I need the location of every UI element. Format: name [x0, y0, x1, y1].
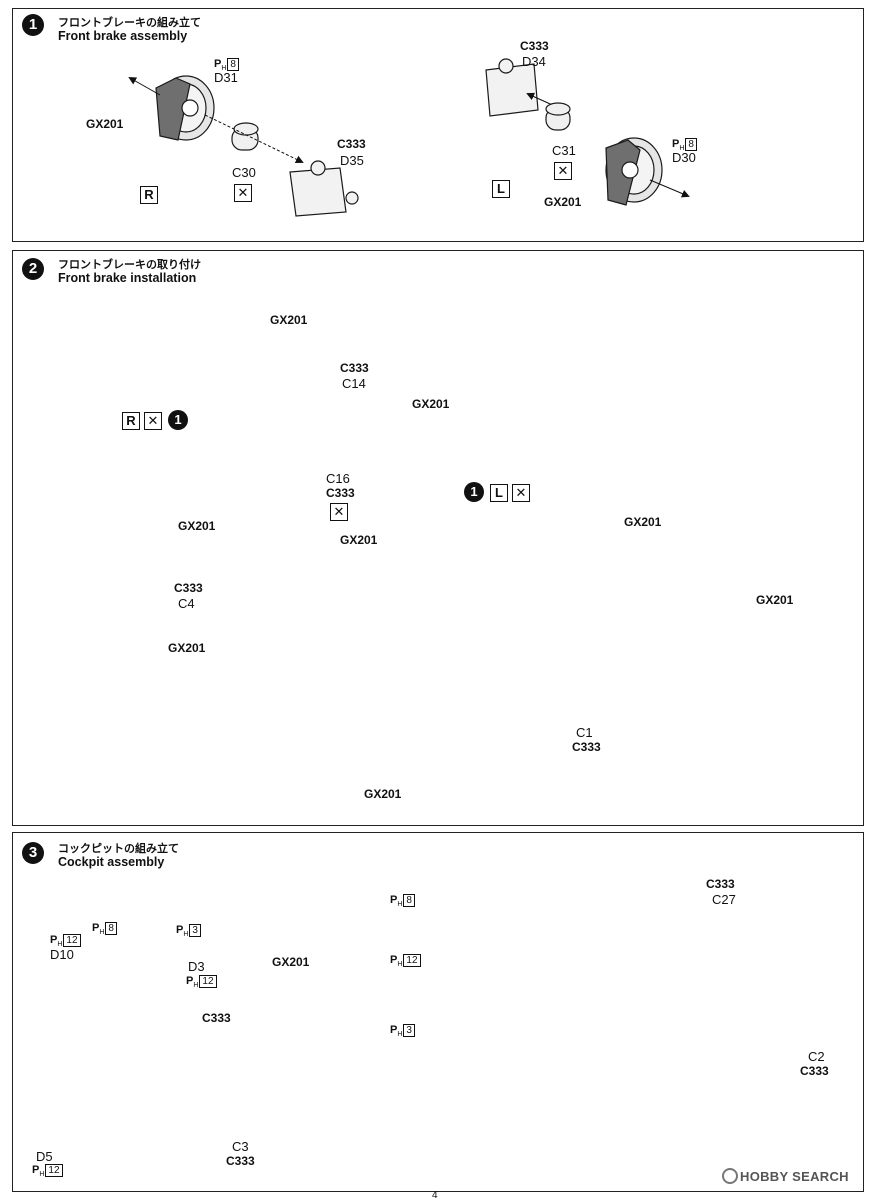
no-glue-icon-r: ✕: [144, 412, 162, 430]
no-glue-icon-c31: ✕: [554, 162, 572, 180]
no-glue-icon-l: ✕: [512, 484, 530, 502]
label-gx201-left: GX201: [178, 519, 216, 533]
label-c14: C14: [342, 376, 366, 391]
upright-d34: [485, 58, 539, 117]
ref-step-1-l: 1: [464, 482, 484, 502]
label-gx201-bottom: GX201: [364, 787, 402, 801]
step-1-title-en: Front brake assembly: [58, 29, 188, 43]
label-c333-c1: C333: [572, 740, 601, 754]
label-c333-d34: C333: [520, 39, 549, 53]
side-letter-r-step2: R: [122, 412, 140, 430]
label-c333-c27: C333: [706, 877, 735, 891]
label-gx201-l: GX201: [544, 195, 582, 209]
label-c333-c14: C333: [340, 361, 369, 375]
side-letter-l-step2: L: [490, 484, 508, 502]
label-inset-gx201: GX201: [272, 955, 310, 969]
step-3-panel: [12, 832, 864, 1192]
side-letter-l: L: [492, 180, 510, 198]
label-d31: D31: [214, 70, 238, 85]
label-c2: C2: [808, 1049, 825, 1064]
step-number-3: 3: [22, 842, 44, 864]
step-2-title-jp: フロントブレーキの取り付け: [58, 259, 201, 271]
hobby-search-logo-icon: [722, 1168, 738, 1184]
label-c333-mid: C333: [202, 1011, 231, 1025]
side-letter-r: R: [140, 186, 158, 204]
label-c30: C30: [232, 165, 256, 180]
label-c3: C3: [232, 1139, 249, 1154]
label-gx201-top: GX201: [270, 313, 308, 327]
label-c27: C27: [712, 892, 736, 907]
upright-d35: [289, 160, 359, 217]
step-2-title-en: Front brake installation: [58, 271, 197, 285]
hub-c31: [545, 102, 571, 131]
step-3-title-en: Cockpit assembly: [58, 855, 165, 869]
label-c31: C31: [552, 143, 576, 158]
label-c333-c2: C333: [800, 1064, 829, 1078]
brake-disc-r: [155, 75, 215, 141]
brake-disc-l: [605, 137, 663, 206]
step-number-1: 1: [22, 14, 44, 36]
no-glue-icon-c30: ✕: [234, 184, 252, 202]
label-d30: D30: [672, 150, 696, 165]
label-c333-c3: C333: [226, 1154, 255, 1168]
label-gx201-lower-left: GX201: [168, 641, 206, 655]
label-d34: D34: [522, 54, 546, 69]
label-gx201-r: GX201: [86, 117, 124, 131]
label-gx201-arm: GX201: [412, 397, 450, 411]
label-c333-c4: C333: [174, 581, 203, 595]
label-gx201-far-right-top: GX201: [624, 515, 662, 529]
label-d5: D5: [36, 1149, 53, 1164]
label-d35: D35: [340, 153, 364, 168]
label-d3: D3: [188, 959, 205, 974]
hobby-search-watermark: HOBBY SEARCH: [722, 1168, 849, 1184]
step-3-title-jp: コックピットの組み立て: [58, 843, 179, 855]
step-number-2: 2: [22, 258, 44, 280]
hub-c30: [231, 122, 259, 151]
step-2-panel: [12, 250, 864, 826]
label-gx201-mid: GX201: [340, 533, 378, 547]
ref-step-1-r: 1: [168, 410, 188, 430]
label-c4: C4: [178, 596, 195, 611]
page-number: 4: [432, 1190, 438, 1201]
label-c16: C16: [326, 471, 350, 486]
label-gx201-far-right: GX201: [756, 593, 794, 607]
step-1-title-jp: フロントブレーキの組み立て: [58, 17, 201, 29]
label-c333-d35: C333: [337, 137, 366, 151]
label-d10: D10: [50, 947, 74, 962]
no-glue-icon-c16: ✕: [330, 503, 348, 521]
label-c1: C1: [576, 725, 593, 740]
label-c333-c16: C333: [326, 486, 355, 500]
